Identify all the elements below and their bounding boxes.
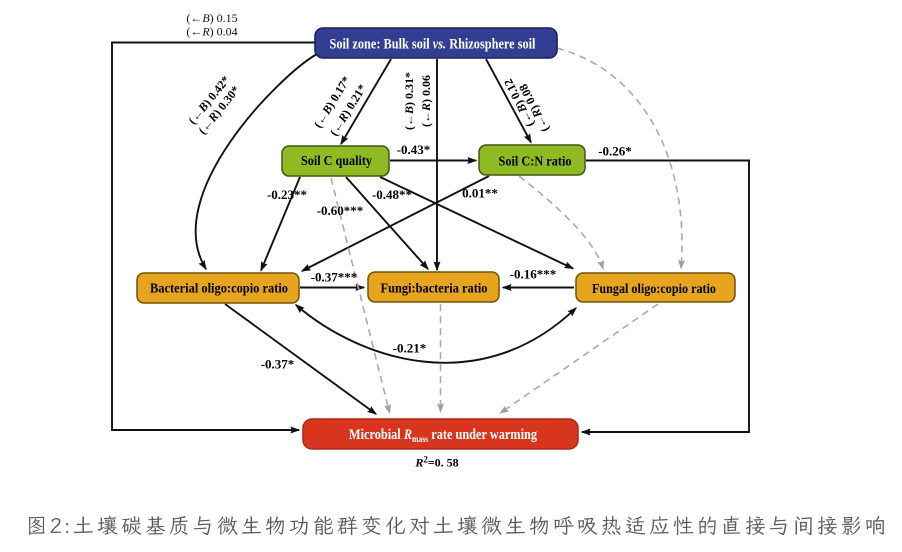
svg-text:(←B) 0.31*: (←B) 0.31* <box>402 72 416 130</box>
svg-text:(←R) 0.04: (←R) 0.04 <box>186 25 237 39</box>
svg-text:Microbial Rmass rate under war: Microbial Rmass rate under warming <box>349 427 538 444</box>
svg-text:Soil zone: Bulk soil vs. Rhizo: Soil zone: Bulk soil vs. Rhizosphere soi… <box>330 37 536 53</box>
svg-text:-0.60***: -0.60*** <box>317 203 364 218</box>
svg-text:-0.21*: -0.21* <box>393 341 427 356</box>
svg-text:(←B) 0.15: (←B) 0.15 <box>186 11 237 25</box>
svg-text:-0.43*: -0.43* <box>397 142 431 157</box>
svg-text:0.01**: 0.01** <box>462 186 498 201</box>
svg-text:Soil C:N ratio: Soil C:N ratio <box>499 155 572 170</box>
svg-text:-0.37*: -0.37* <box>261 357 295 372</box>
svg-text:Bacterial oligo:copio ratio: Bacterial oligo:copio ratio <box>150 281 288 296</box>
svg-text:Fungi:bacteria ratio: Fungi:bacteria ratio <box>381 281 488 296</box>
svg-text:-0.23**: -0.23** <box>267 187 307 202</box>
svg-text:-0.48**: -0.48** <box>372 187 412 202</box>
svg-text:(←R) 0.06: (←R) 0.06 <box>419 75 433 127</box>
svg-text:-0.37***: -0.37*** <box>311 270 358 285</box>
svg-text:Soil C quality: Soil C quality <box>301 154 372 169</box>
svg-text:Fungal oligo:copio ratio: Fungal oligo:copio ratio <box>592 281 716 296</box>
svg-text:-0.16***: -0.16*** <box>510 267 557 282</box>
svg-text:-0.26*: -0.26* <box>598 144 632 159</box>
svg-text:R2=0. 58: R2=0. 58 <box>414 455 458 470</box>
